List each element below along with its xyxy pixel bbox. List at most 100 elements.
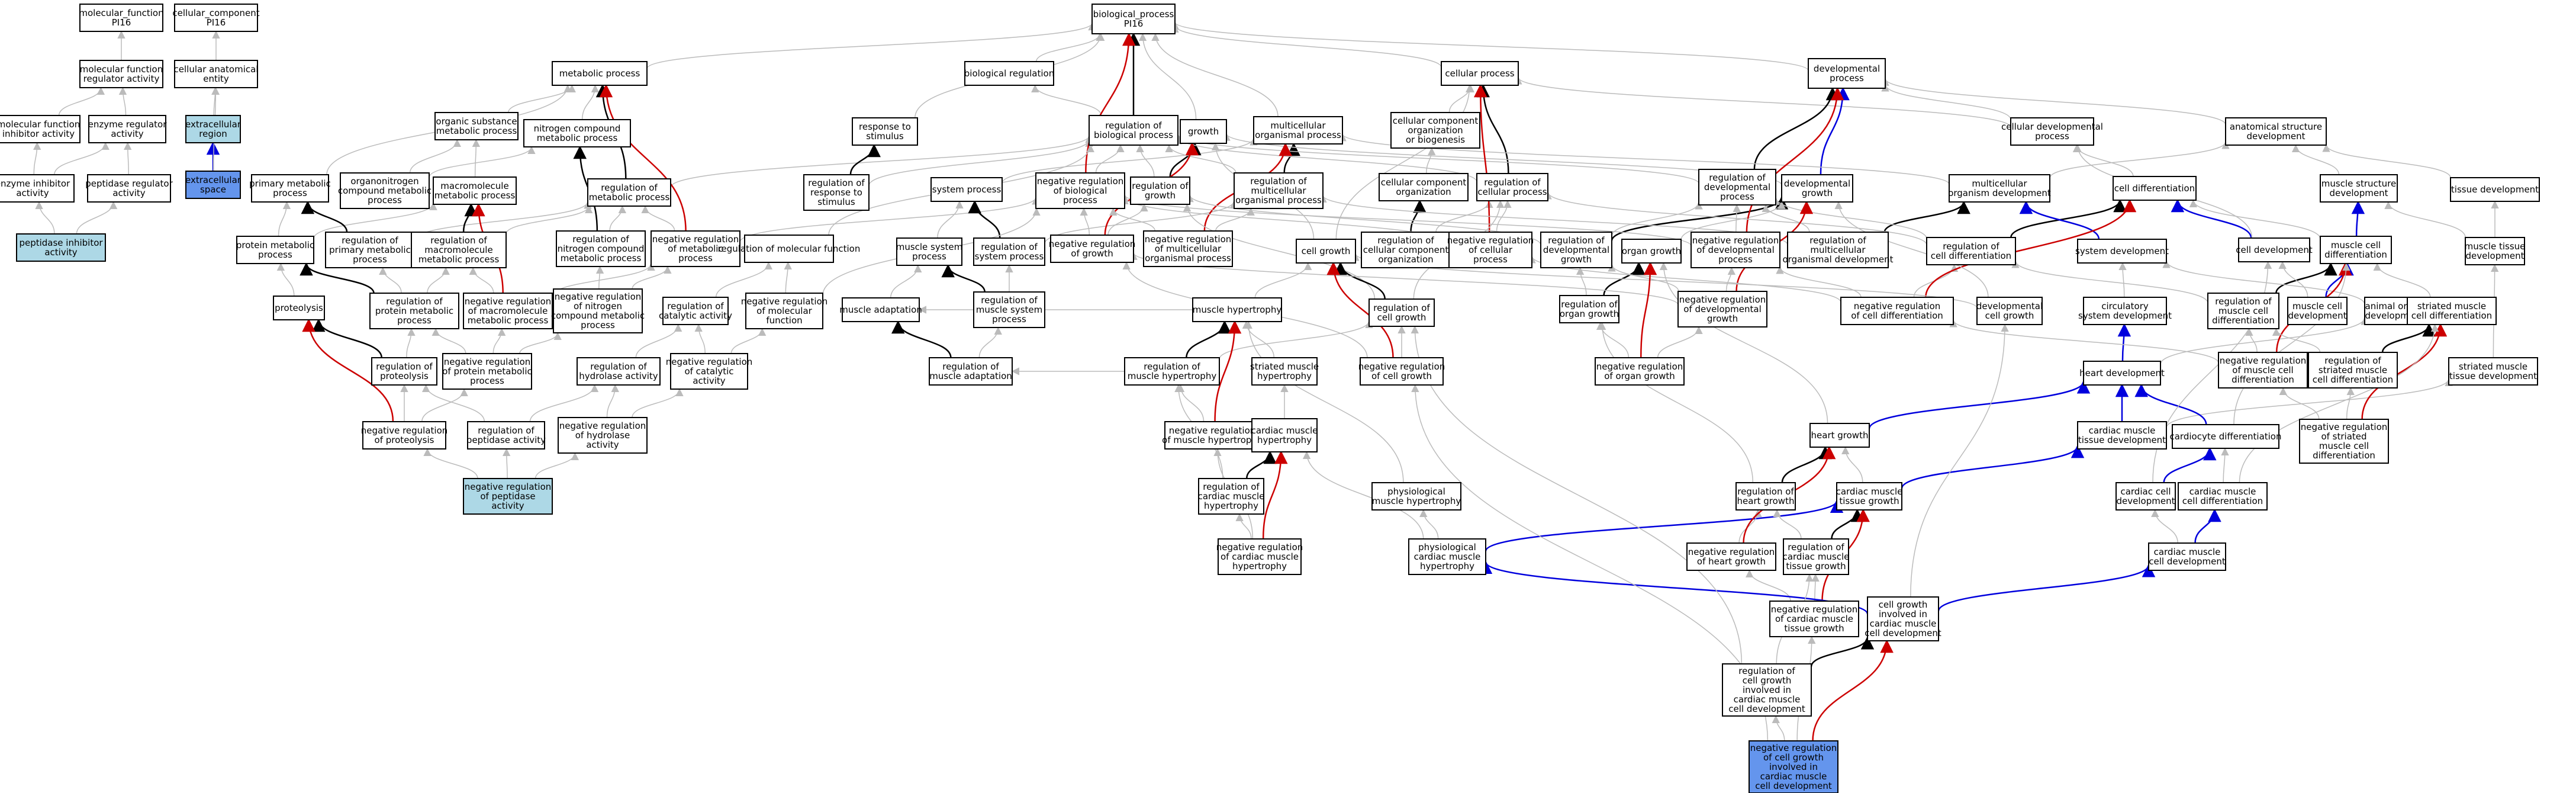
- go-term-box: [2172, 424, 2279, 449]
- go-term-label: negative regulation: [1692, 235, 1779, 246]
- go-term-sysdev: system development: [2075, 239, 2169, 264]
- edge-is-a: [978, 326, 1002, 358]
- go-term-box: [1180, 119, 1227, 144]
- edge-is-a: [1762, 204, 1810, 233]
- go-term-label: process: [397, 315, 432, 326]
- go-term-tissuedev: tissue development: [2450, 177, 2540, 202]
- edge-regulates: [300, 262, 375, 294]
- edge-part-of: [2117, 323, 2131, 362]
- go-term-label: of heart growth: [1697, 556, 1766, 567]
- go-term-label: muscle hypertrophy: [1128, 371, 1217, 381]
- go-term-box: [2320, 236, 2392, 264]
- go-term-box: [434, 112, 519, 140]
- go-term-box: [587, 178, 671, 207]
- go-term-box: [2218, 352, 2308, 389]
- edge-regulates: [941, 264, 986, 293]
- go-term-label: cardiac muscle: [1783, 551, 1850, 562]
- go-term-label: regulation of: [2215, 296, 2272, 307]
- go-term-label: metabolic process: [434, 190, 516, 201]
- go-term-label: process: [992, 314, 1026, 325]
- go-term-label: of metabolic: [668, 243, 723, 254]
- go-term-box: [1677, 291, 1767, 328]
- go-term-label: organismal process: [1255, 130, 1341, 140]
- go-term-label: peptidase inhibitor: [19, 237, 103, 248]
- go-term-metab: metabolic process: [552, 61, 648, 86]
- go-term-label: regulation of: [1738, 666, 1795, 676]
- go-term-label: process: [273, 188, 307, 198]
- go-term-label: differentiation: [2232, 374, 2294, 385]
- go-term-label: multicellular: [1251, 185, 1306, 196]
- go-term-box: [1379, 173, 1469, 201]
- edge-is-a: [1171, 21, 1809, 71]
- go-term-label: negative regulation: [666, 357, 753, 367]
- go-term-label: organismal process: [1235, 195, 1322, 206]
- edge-is-a: [432, 328, 466, 354]
- go-term-label: protein metabolic: [236, 240, 314, 251]
- go-term-label: cellular process: [1477, 187, 1547, 197]
- edge-is-a: [1242, 320, 1275, 358]
- edge-is-a: [534, 452, 579, 479]
- go-term-label: negative regulation: [559, 420, 646, 431]
- edge-negatively-regulates: [1085, 32, 1136, 174]
- go-term-label: metabolic process: [589, 192, 670, 203]
- go-term-label: growth: [1707, 313, 1738, 324]
- edge-regulates: [1883, 200, 1970, 233]
- go-term-label: of cell differentiation: [1851, 310, 1943, 321]
- go-term-label: negative regulation: [465, 296, 552, 307]
- edge-part-of: [1868, 380, 2091, 429]
- go-term-label: molecular_function: [79, 8, 163, 19]
- go-term-cellproc: cellular process: [1441, 61, 1519, 86]
- edge-is-a: [1171, 24, 1442, 68]
- go-term-box: [2113, 176, 2197, 201]
- go-term-label: involved in: [1743, 685, 1791, 695]
- edge-is-a: [2162, 260, 2365, 305]
- go-term-label: cardiac muscle: [1760, 771, 1827, 782]
- edge-is-a: [635, 323, 682, 358]
- edge-is-a: [609, 205, 627, 232]
- go-term-box: [2299, 419, 2389, 464]
- edge-is-a: [1151, 33, 1279, 117]
- go-term-label: negative regulation: [1679, 294, 1766, 305]
- go-term-box: [1787, 232, 1889, 268]
- go-term-label: cardiac muscle: [1734, 694, 1801, 705]
- edge-is-a: [632, 265, 672, 290]
- edge-part-of: [2351, 200, 2365, 237]
- go-term-label: regulation of: [1788, 542, 1844, 553]
- go-term-box: [0, 115, 80, 143]
- go-term-label: negative regulation: [1145, 234, 1232, 245]
- go-term-box: [964, 61, 1054, 86]
- go-term-label: negative regulation: [2301, 422, 2388, 432]
- edge-is-a: [739, 196, 1040, 242]
- go-term-box: [1769, 601, 1859, 637]
- go-term-box: [1690, 232, 1780, 268]
- edge-is-a: [2291, 144, 2340, 175]
- go-term-heartgrowth: heart growth: [1809, 423, 1870, 448]
- edge-is-a: [519, 332, 562, 354]
- edge-is-a: [1138, 33, 1197, 120]
- go-term-label: hypertrophy: [1204, 500, 1258, 511]
- go-term-label: cell growth: [1879, 599, 1928, 610]
- edge-negatively-regulates: [302, 318, 394, 422]
- go-term-label: hypertrophy: [1257, 371, 1312, 381]
- edge-regulates: [1186, 320, 1232, 358]
- go-term-box: [577, 357, 661, 386]
- go-term-organgrowth: organ growth: [1621, 239, 1682, 264]
- go-term-label: of molecular: [756, 306, 813, 316]
- go-term-label: negative regulation: [555, 291, 642, 302]
- go-term-label: regulation of: [1250, 176, 1307, 187]
- edge-is-a: [2221, 447, 2229, 483]
- edge-is-a: [1254, 262, 1312, 298]
